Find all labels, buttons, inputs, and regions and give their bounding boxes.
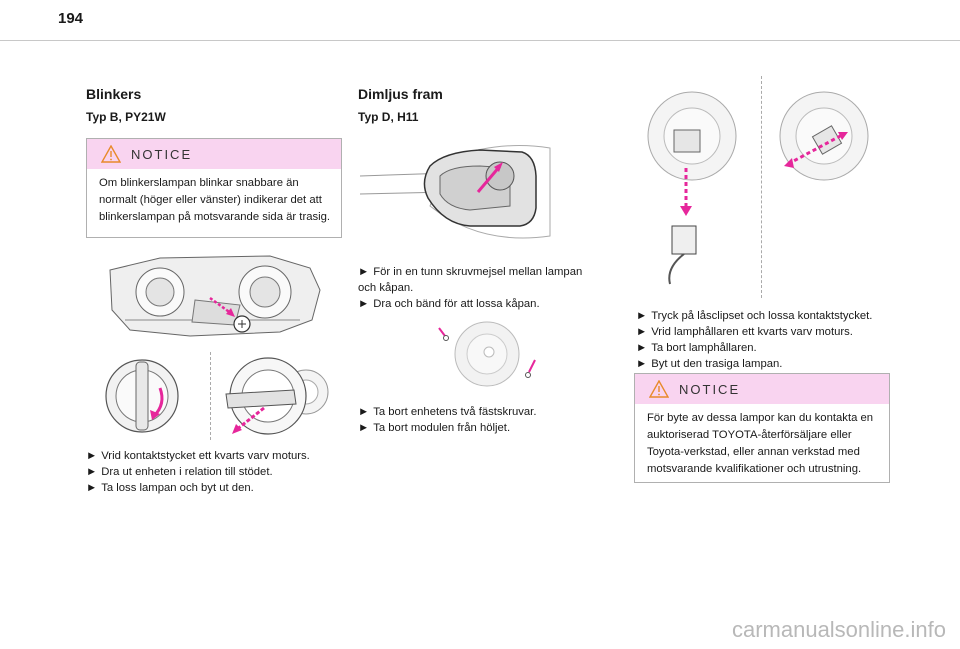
bullet-arrow-icon: ► [636, 310, 648, 322]
bullet-arrow-icon: ► [636, 358, 648, 370]
notice-body: Om blinkerslampan blinkar snabbare än no… [99, 177, 331, 223]
section-heading-blinkers: Blinkers [86, 86, 142, 102]
bullet-arrow-icon: ► [86, 450, 98, 462]
bullet-arrow-icon: ► [358, 406, 370, 418]
header-rule [0, 40, 960, 41]
section-heading-dimljus: Dimljus fram [358, 86, 443, 102]
step-item: ►För in en tunn skruvmejsel mellan lampa… [358, 266, 583, 294]
step-item: ►Ta bort modulen från höljet. [358, 422, 511, 434]
bullet-arrow-icon: ► [636, 326, 648, 338]
warning-triangle-icon [649, 380, 669, 398]
fog-module-steps: ►Ta bort enhetens två fästskruvar. ►Ta b… [358, 404, 598, 436]
warning-triangle-icon [101, 145, 121, 163]
bullet-arrow-icon: ► [358, 422, 370, 434]
step-item: ►Tryck på låsclipset och lossa kontaktst… [636, 310, 873, 322]
bullet-arrow-icon: ► [86, 466, 98, 478]
blinkers-steps: ►Vrid kontaktstycket ett kvarts varv mot… [86, 448, 346, 496]
notice-box-dimljus: NOTICE För byte av dessa lampor kan du k… [634, 373, 890, 483]
step-item: ►Ta bort lamphållaren. [636, 342, 757, 354]
subheading-typ-b: Typ B, PY21W [86, 110, 166, 124]
subheading-typ-d: Typ D, H11 [358, 110, 419, 124]
notice-title: NOTICE [131, 146, 193, 162]
lamp-holder-rotate-illustration [779, 91, 869, 181]
notice-header: NOTICE [87, 139, 341, 169]
step-item: ►Ta bort enhetens två fästskruvar. [358, 406, 537, 418]
step-item: ►Vrid lamphållaren ett kvarts varv motur… [636, 326, 853, 338]
step-item: ►Vrid kontaktstycket ett kvarts varv mot… [86, 450, 310, 462]
page-number: 194 [58, 10, 84, 27]
fog-cover-steps: ►För in en tunn skruvmejsel mellan lampa… [358, 264, 598, 312]
connector-release-illustration [647, 91, 737, 285]
notice-title: NOTICE [679, 381, 741, 397]
figure-divider [761, 76, 763, 298]
bulb-holder-rotate-illustration [105, 359, 179, 433]
step-item: ►Dra ut enheten i relation till stödet. [86, 466, 273, 478]
watermark: carmanualsonline.info [731, 617, 946, 642]
notice-box-blinkers: NOTICE Om blinkerslampan blinkar snabbar… [86, 138, 342, 238]
lamp-holder-steps: ►Tryck på låsclipset och lossa kontaktst… [636, 308, 896, 372]
notice-header: NOTICE [635, 374, 889, 404]
bullet-arrow-icon: ► [358, 266, 370, 278]
figure-divider [210, 352, 212, 440]
bullet-arrow-icon: ► [636, 342, 648, 354]
step-item: ►Dra och bänd för att lossa kåpan. [358, 298, 540, 310]
notice-body: För byte av dessa lampor kan du kontakta… [647, 412, 874, 475]
headlamp-assembly-illustration [109, 255, 321, 337]
bullet-arrow-icon: ► [358, 298, 370, 310]
bulb-pull-out-illustration [225, 357, 329, 435]
fog-lamp-cover-illustration [360, 145, 551, 239]
bullet-arrow-icon: ► [86, 482, 98, 494]
fog-module-screws-illustration [438, 321, 536, 387]
step-item: ►Byt ut den trasiga lampan. [636, 358, 783, 370]
step-item: ►Ta loss lampan och byt ut den. [86, 482, 254, 494]
